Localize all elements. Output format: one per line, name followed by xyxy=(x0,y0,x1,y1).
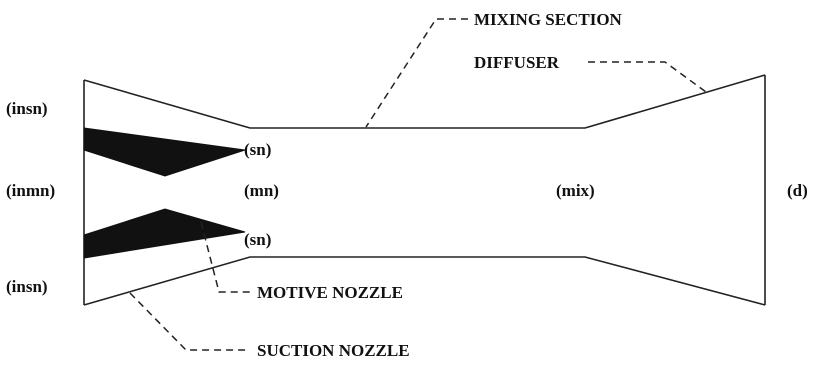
label-diffuser-exit: (d) xyxy=(787,181,808,200)
label-inlet-suction-top: (insn) xyxy=(6,99,48,118)
leader-diffuser xyxy=(588,61,707,93)
leader-suction-nozzle xyxy=(129,292,250,351)
leader-motive-nozzle xyxy=(200,221,250,293)
label-mixing: (mix) xyxy=(556,181,595,200)
label-suction-bottom: (sn) xyxy=(244,230,271,249)
callout-motive-nozzle: MOTIVE NOZZLE xyxy=(257,283,403,302)
label-motive: (mn) xyxy=(244,181,279,200)
label-inlet-suction-bottom: (insn) xyxy=(6,277,48,296)
callout-mixing-section: MIXING SECTION xyxy=(474,10,623,29)
motive-nozzle-upper-wall xyxy=(83,127,246,177)
ejector-top-wall xyxy=(83,74,766,129)
label-inlet-motive: (inmn) xyxy=(6,181,55,200)
leader-mixing-section xyxy=(365,18,468,128)
callout-diffuser: DIFFUSER xyxy=(474,53,560,72)
motive-nozzle-lower-wall xyxy=(83,208,246,259)
label-suction-top: (sn) xyxy=(244,140,271,159)
callout-suction-nozzle: SUCTION NOZZLE xyxy=(257,341,410,360)
ejector-bottom-wall xyxy=(83,256,766,306)
